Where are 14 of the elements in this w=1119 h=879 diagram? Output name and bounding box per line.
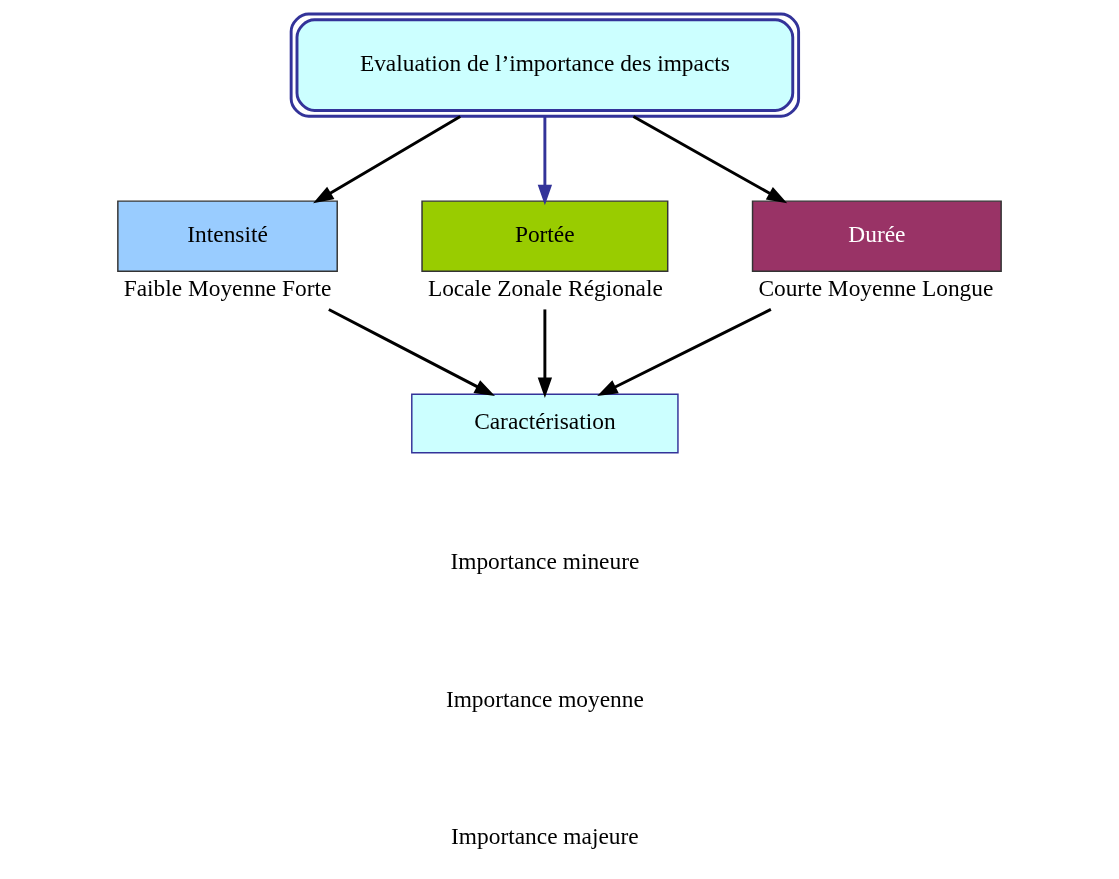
arrow	[597, 308, 772, 396]
node-label: Courte Moyenne Longue	[758, 274, 994, 301]
node-label: Locale Zonale Régionale	[427, 274, 663, 301]
node-label: Faible Moyenne Forte	[123, 274, 332, 301]
node-box: Caractérisation	[411, 393, 679, 454]
arrow	[313, 115, 461, 204]
node-box: Evaluation de l’importance des impacts	[289, 12, 801, 118]
arrow	[632, 115, 788, 204]
arrow	[537, 309, 553, 399]
arrow	[537, 116, 553, 206]
label: Importance majeure	[451, 823, 639, 850]
arrow	[328, 308, 495, 396]
label: Importance mineure	[450, 548, 640, 575]
label: Importance moyenne	[445, 685, 644, 712]
